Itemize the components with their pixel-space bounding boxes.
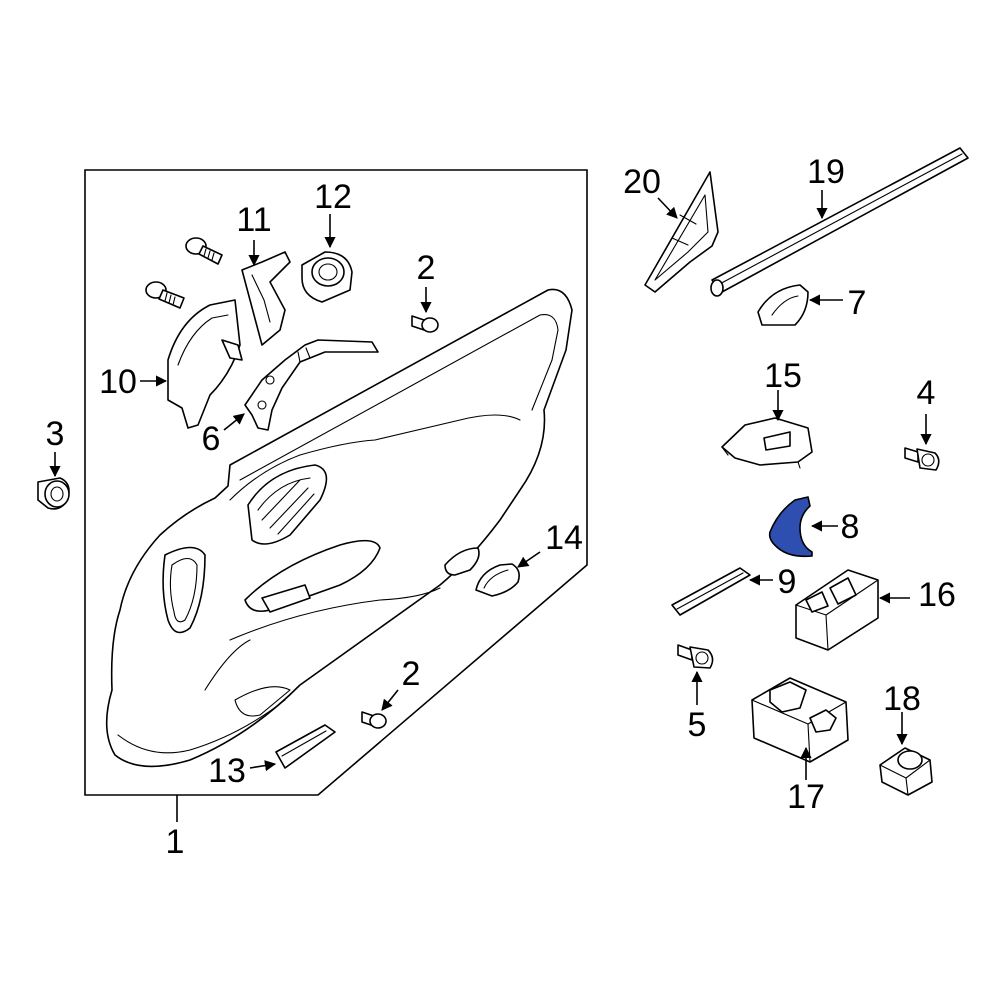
callout-13: 13	[208, 752, 246, 790]
callout-8: 8	[841, 508, 860, 546]
callout-16: 16	[918, 576, 956, 614]
part-11-bracket	[241, 251, 291, 346]
part-13-lens	[275, 724, 336, 769]
callout-19: 19	[807, 153, 845, 191]
part-17-switch	[751, 677, 849, 763]
callout-11: 11	[236, 201, 271, 239]
part-19-strip	[710, 147, 969, 297]
leader-20	[657, 197, 678, 219]
part-16-switch	[795, 569, 879, 651]
callout-14: 14	[545, 519, 583, 557]
part-8-highlighted-cap	[768, 496, 813, 558]
screw-lower	[145, 281, 185, 309]
part-20-cover	[644, 171, 719, 293]
leader-14	[517, 551, 541, 568]
part-5-bolt	[677, 644, 714, 669]
callout-12: 12	[314, 178, 352, 216]
part-14-cap	[475, 563, 520, 597]
door-trim-panel	[105, 288, 573, 768]
part-3-clip	[37, 477, 70, 510]
callout-10: 10	[99, 363, 137, 401]
callout-20: 20	[623, 163, 661, 201]
callout-15: 15	[764, 357, 802, 395]
part-9-strip	[671, 567, 751, 616]
part-4-bolt	[904, 447, 940, 471]
callout-6: 6	[202, 420, 221, 458]
part-18-connector	[879, 747, 933, 796]
part-15-bezel	[721, 417, 813, 469]
leader-13	[249, 760, 277, 772]
callout-1: 1	[166, 823, 185, 861]
callout-17: 17	[787, 778, 825, 816]
callout-9: 9	[778, 563, 797, 601]
callout-3: 3	[46, 415, 65, 453]
part-10-bracket	[167, 299, 243, 429]
part-12-cup	[301, 251, 353, 303]
part-2-pin-upper	[411, 315, 439, 333]
callout-2-upper: 2	[417, 249, 436, 287]
callout-4: 4	[917, 374, 936, 412]
part-2-pin-lower	[361, 711, 387, 729]
callout-5: 5	[688, 706, 707, 744]
part-6-lever	[244, 339, 379, 431]
callout-7: 7	[848, 284, 867, 322]
leader-6	[223, 413, 245, 431]
screw-upper	[185, 237, 223, 265]
part-7-badge	[757, 284, 809, 326]
leader-2b	[381, 689, 399, 711]
assembly-frame	[84, 169, 588, 796]
callout-2-lower: 2	[402, 655, 421, 693]
callout-18: 18	[883, 680, 921, 718]
